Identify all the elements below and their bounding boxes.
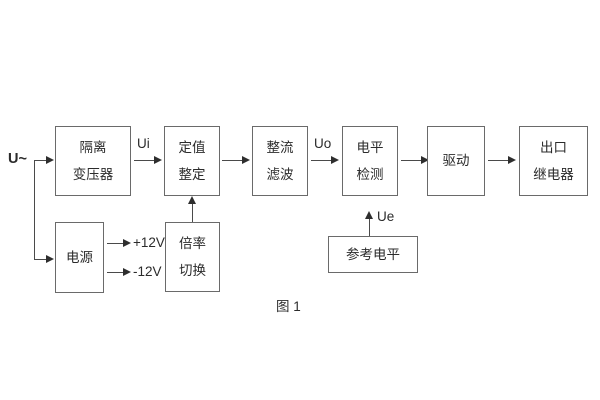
arrow-power-plus12v (123, 238, 131, 247)
arrow-isolation-to-setting (154, 155, 162, 164)
signal-label-minus12v: -12V (133, 264, 162, 279)
arrow-setting-to-rectifier (242, 155, 250, 164)
line-power-plus12v (107, 243, 125, 244)
arrow-level-to-driver (421, 155, 429, 164)
arrow-multiplier-to-setting (188, 196, 196, 204)
line-setting-to-rectifier (222, 160, 244, 161)
block-reference-level[interactable]: 参考电平 (328, 236, 418, 273)
block-output-relay-line-2: 继电器 (533, 166, 574, 182)
block-output-relay[interactable]: 出口 继电器 (519, 126, 588, 196)
block-output-relay-line-1: 出口 (540, 140, 567, 155)
arrow-into-power-supply (46, 254, 54, 263)
signal-label-ui: Ui (137, 136, 150, 151)
block-reference-level-line-1: 参考电平 (346, 246, 400, 262)
line-driver-to-relay (488, 160, 510, 161)
input-branch-top-line (34, 160, 48, 161)
input-branch-vertical-line (34, 160, 35, 259)
arrow-driver-to-relay (508, 155, 516, 164)
block-level-detection-line-1: 电平 (356, 140, 384, 155)
block-multiplier-switch-line-1: 倍率 (179, 236, 206, 251)
block-level-detection-line-2: 检测 (356, 166, 384, 182)
signal-label-plus12v: +12V (133, 235, 165, 250)
arrow-rectifier-to-level (331, 155, 339, 164)
block-power-supply[interactable]: 电源 (55, 222, 104, 293)
signal-label-ue: Ue (377, 209, 395, 224)
input-label-u: U~ (8, 151, 27, 167)
line-rectifier-to-level (311, 160, 333, 161)
block-power-supply-line-1: 电源 (66, 249, 93, 265)
block-isolation-transformer-line-1: 隔离 (79, 140, 107, 155)
arrow-into-isolation-transformer (46, 155, 54, 164)
block-rectifier-filter-line-2: 滤波 (266, 166, 294, 182)
block-driver[interactable]: 驱动 (427, 126, 485, 196)
block-rectifier-filter[interactable]: 整流 滤波 (252, 126, 308, 196)
block-driver-line-1: 驱动 (442, 153, 470, 169)
line-level-to-driver (401, 160, 423, 161)
block-isolation-transformer[interactable]: 隔离 变压器 (55, 126, 131, 196)
block-setting-value[interactable]: 定值 整定 (164, 126, 220, 196)
block-level-detection[interactable]: 电平 检测 (342, 126, 398, 196)
line-power-minus12v (107, 272, 125, 273)
block-multiplier-switch[interactable]: 倍率 切换 (165, 222, 220, 292)
line-isolation-to-setting (134, 160, 156, 161)
line-multiplier-to-setting (192, 203, 193, 222)
input-branch-bottom-line (34, 259, 48, 260)
signal-label-uo: Uo (314, 136, 332, 151)
arrow-reference-to-level (365, 211, 373, 219)
figure-caption: 图 1 (276, 299, 301, 314)
block-multiplier-switch-line-2: 切换 (179, 262, 206, 278)
line-reference-to-level (369, 218, 370, 236)
arrow-power-minus12v (123, 267, 131, 276)
block-isolation-transformer-line-2: 变压器 (72, 166, 114, 182)
block-rectifier-filter-line-1: 整流 (266, 140, 294, 155)
block-setting-value-line-1: 定值 (178, 140, 206, 155)
block-setting-value-line-2: 整定 (178, 166, 206, 182)
